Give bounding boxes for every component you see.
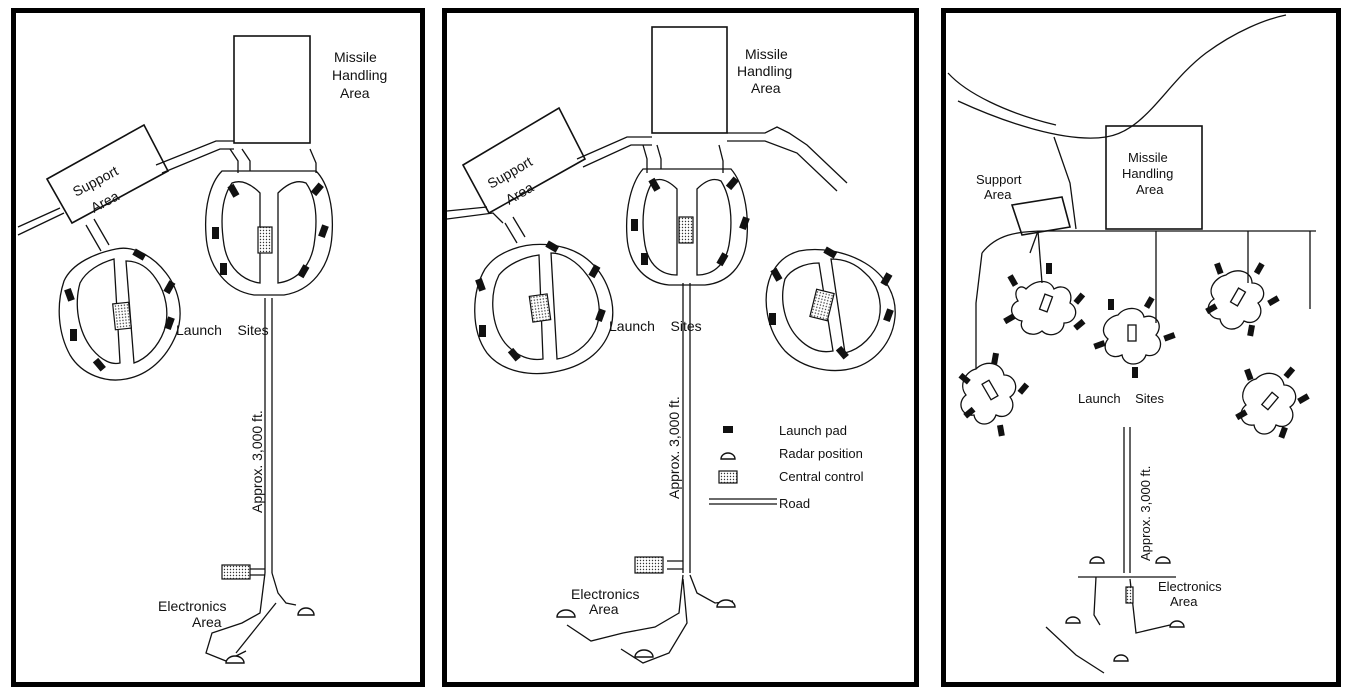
electronics-area-label: Electronics Area — [158, 598, 226, 630]
road-network — [17, 140, 317, 662]
diagram-panel-2: Missile Handling Area Support Area — [442, 8, 919, 687]
site-map-2: Missile Handling Area Support Area — [447, 26, 896, 664]
launch-sites-label: Launch Sites — [609, 318, 702, 334]
radar-position-icon — [1169, 620, 1185, 628]
distance-label: Approx. 3,000 ft. — [249, 410, 265, 513]
svg-text:Missile: Missile — [334, 49, 377, 65]
svg-text:Area: Area — [751, 80, 781, 96]
radar-position-icon — [225, 655, 245, 664]
svg-text:Handling: Handling — [1122, 166, 1173, 181]
svg-text:Missile: Missile — [1128, 150, 1168, 165]
missile-handling-building — [651, 26, 728, 134]
central-control-electronics — [221, 564, 251, 580]
legend-launch-pad: Launch pad — [723, 423, 847, 438]
radar-position-icon — [1155, 556, 1171, 564]
svg-text:Radar position: Radar position — [779, 446, 863, 461]
svg-text:Support: Support — [976, 172, 1022, 187]
launch-pad-icon — [723, 426, 733, 433]
launch-site-west — [58, 247, 181, 381]
legend-radar-position: Radar position — [720, 446, 863, 461]
road-icon — [709, 498, 777, 505]
svg-text:Launch pad: Launch pad — [779, 423, 847, 438]
legend-central-control: Central control — [718, 469, 864, 484]
radar-position-icon — [634, 649, 654, 658]
svg-text:Handling: Handling — [737, 63, 792, 79]
launch-site-west — [474, 240, 614, 375]
svg-text:Area: Area — [503, 179, 537, 208]
svg-text:Electronics: Electronics — [158, 598, 226, 614]
radar-position-icon — [297, 607, 315, 616]
radar-position-icon — [1089, 556, 1105, 564]
legend-road: Road — [709, 496, 810, 511]
launch-site-3 — [1205, 262, 1280, 337]
highway-curve — [947, 14, 1287, 139]
radar-position-icon — [1065, 616, 1081, 624]
svg-text:Area: Area — [984, 187, 1012, 202]
svg-text:Road: Road — [779, 496, 810, 511]
central-control-electronics — [634, 556, 664, 574]
svg-text:Electronics: Electronics — [571, 586, 639, 602]
electronics-area-label: Electronics Area — [1158, 579, 1222, 609]
launch-sites-label: Launch Sites — [1078, 391, 1164, 406]
legend: Launch pad Radar position Central contro… — [709, 423, 864, 511]
missile-handling-area-label: Missile Handling Area — [332, 49, 387, 101]
support-area-building: Support Area — [976, 172, 1071, 236]
diagram-panel-1: Missile Handling Area Support Area — [11, 8, 425, 687]
site-map-1: Missile Handling Area Support Area — [17, 35, 387, 664]
radar-position-icon — [556, 609, 576, 618]
launch-site-north — [625, 168, 750, 286]
svg-text:Electronics: Electronics — [1158, 579, 1222, 594]
launch-sites-label: Launch Sites — [176, 322, 269, 338]
svg-text:Area: Area — [589, 601, 619, 617]
missile-handling-building — [233, 35, 311, 144]
radar-icon — [720, 452, 736, 460]
launch-site-2 — [1093, 296, 1176, 378]
launch-site-north — [204, 170, 334, 296]
road-network — [447, 126, 848, 664]
launch-site-east — [765, 246, 896, 372]
support-area-building: Support Area — [45, 123, 170, 225]
central-control-icon — [718, 470, 738, 484]
launch-site-5 — [1235, 366, 1310, 439]
central-control-electronics — [1125, 586, 1134, 604]
support-area-building: Support Area — [461, 106, 587, 215]
svg-text:Area: Area — [88, 188, 122, 216]
svg-text:Area: Area — [192, 614, 222, 630]
svg-text:Area: Area — [1136, 182, 1164, 197]
radar-position-icon — [716, 599, 736, 608]
site-map-3: Missile Handling Area Support Area — [947, 14, 1316, 674]
launch-site-4 — [958, 352, 1030, 437]
radar-position-icon — [1113, 654, 1129, 662]
distance-label: Approx. 3,000 ft. — [666, 396, 682, 499]
electronics-area-label: Electronics Area — [571, 586, 639, 617]
missile-handling-area-label: Missile Handling Area — [737, 46, 792, 96]
svg-text:Handling: Handling — [332, 67, 387, 83]
svg-text:Area: Area — [340, 85, 370, 101]
diagram-panel-3: Missile Handling Area Support Area — [941, 8, 1341, 687]
missile-handling-area-label: Missile Handling Area — [1122, 150, 1173, 197]
svg-text:Central control: Central control — [779, 469, 864, 484]
launch-site-1 — [1003, 263, 1086, 336]
svg-text:Area: Area — [1170, 594, 1198, 609]
missile-handling-building — [1105, 125, 1203, 230]
svg-text:Missile: Missile — [745, 46, 788, 62]
distance-label: Approx. 3,000 ft. — [1138, 466, 1153, 561]
